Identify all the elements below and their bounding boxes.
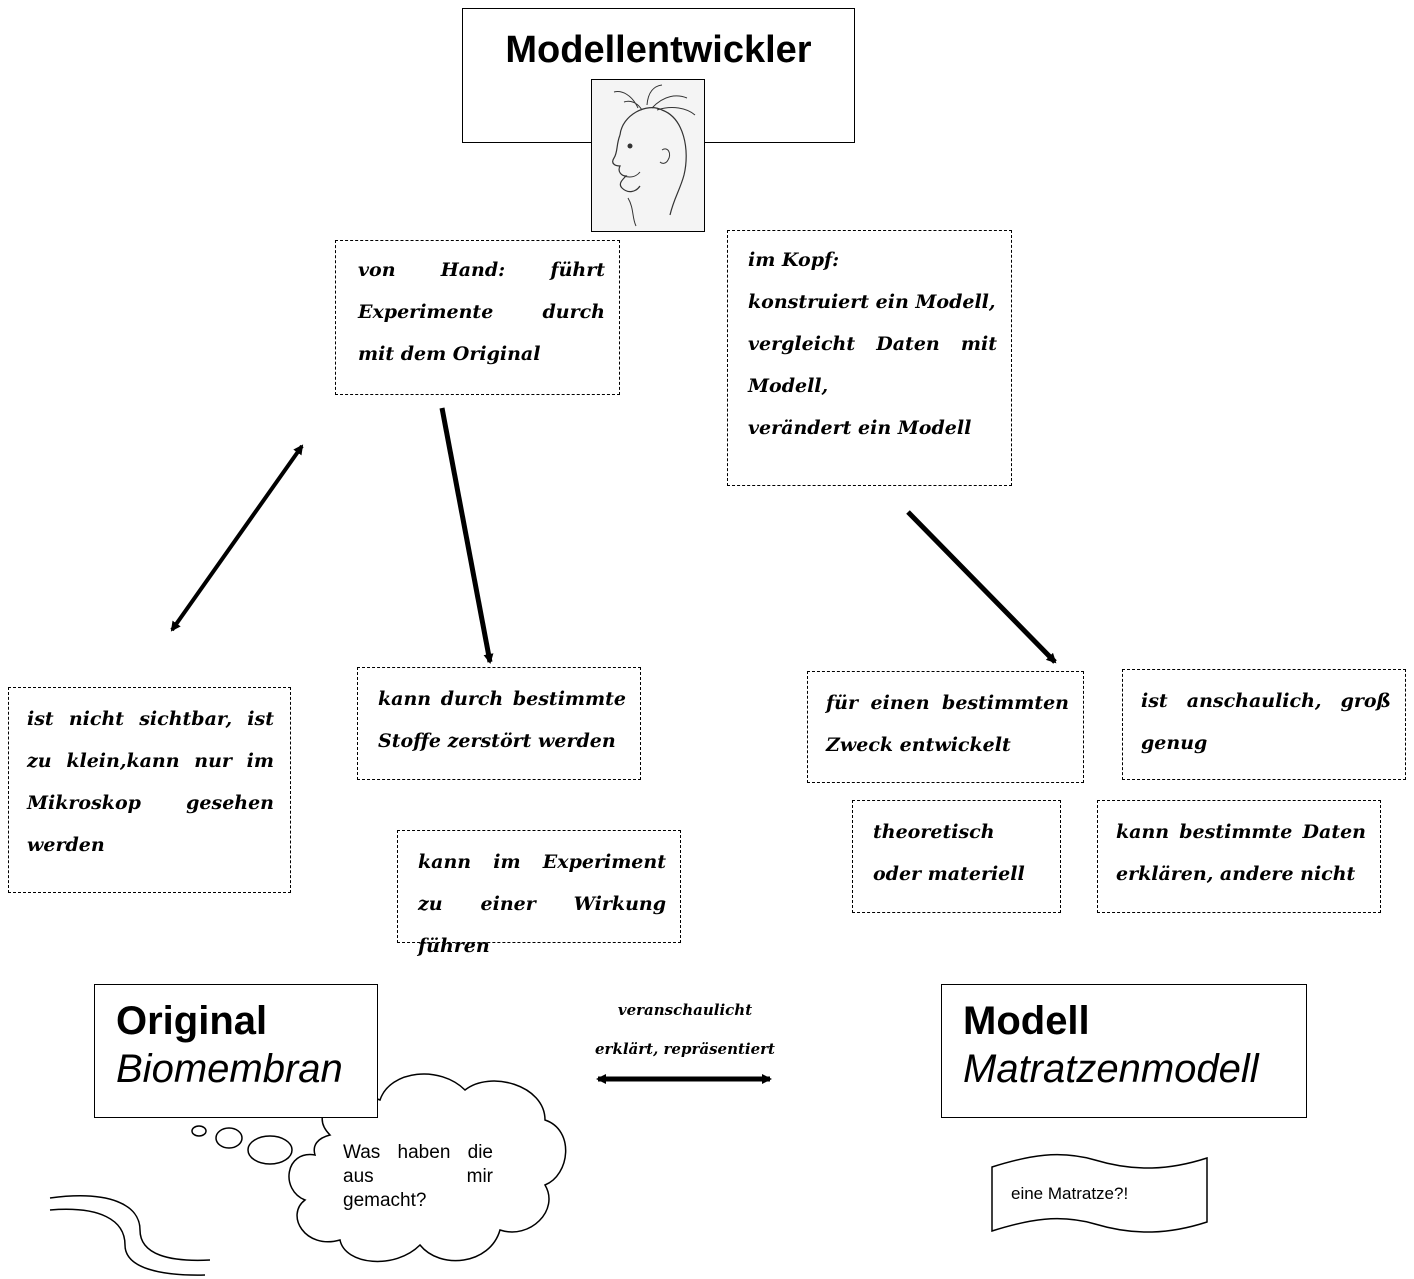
developer-title: Modellentwickler [505,29,812,71]
developer-box: Modellentwickler [462,8,855,143]
face-hair [613,84,696,116]
arrow-hand-destroyed [439,407,494,664]
note-explains: kann bestimmte Daten erklären, andere ni… [1097,800,1381,913]
banner-shape [991,1153,1208,1233]
relation-label-2: erklärt, repräsentiert [595,1040,775,1058]
note-in-head-line-2: vergleicht Daten mit Modell, [748,333,997,397]
note-in-head-line-3: verändert ein Modell [748,417,972,439]
model-title: Modell [963,999,1090,1043]
model-subtitle: Matratzenmodell [963,1047,1259,1091]
note-effect: kann im Experiment zu einer Wirkung führ… [397,830,681,957]
thought-bubble-medium [215,1127,243,1149]
thought-bubble-large [247,1135,293,1165]
thought-text: Was haben die aus mir gemacht? [343,1142,493,1211]
face-profile [612,134,641,193]
model-box: Modell Matratzenmodell [941,984,1307,1118]
face-mouth [623,171,641,178]
note-purpose: für einen bestimmten Zweck entwickelt [807,671,1084,783]
note-theoretical: theoretisch oder materiell [852,800,1061,913]
original-box: Original Biomembran [94,984,378,1118]
face-chin [627,197,637,227]
arrow-head-purpose [906,510,1057,664]
note-in-head: im Kopf: konstruiert ein Modell, verglei… [727,230,1012,486]
note-in-head-line-1: konstruiert ein Modell, [748,291,996,313]
face-eye [627,143,633,149]
note-by-hand: von Hand: führt Experimente durch mit de… [335,240,620,395]
note-vivid: ist anschaulich, groß genug [1122,669,1406,780]
squiggle-line-2 [49,1208,206,1276]
thought-bubble-small [191,1125,207,1137]
thought-cloud [288,1073,567,1263]
original-subtitle: Biomembran [116,1047,343,1091]
face-head-outline [619,107,687,216]
note-destroyed: kann durch bestimmte Stoffe zerstört wer… [357,667,641,780]
note-invisible: ist nicht sichtbar, ist zu klein,kann nu… [8,687,291,893]
squiggle-line-1 [49,1195,211,1262]
relation-label-1: veranschaulicht [617,1001,753,1019]
banner-text: eine Matratze?! [1011,1184,1129,1203]
arrow-hand-original [170,444,304,632]
note-in-head-label: im Kopf: [748,249,840,271]
original-title: Original [116,999,268,1043]
developer-face-image [591,79,705,232]
face-ear [659,148,671,164]
